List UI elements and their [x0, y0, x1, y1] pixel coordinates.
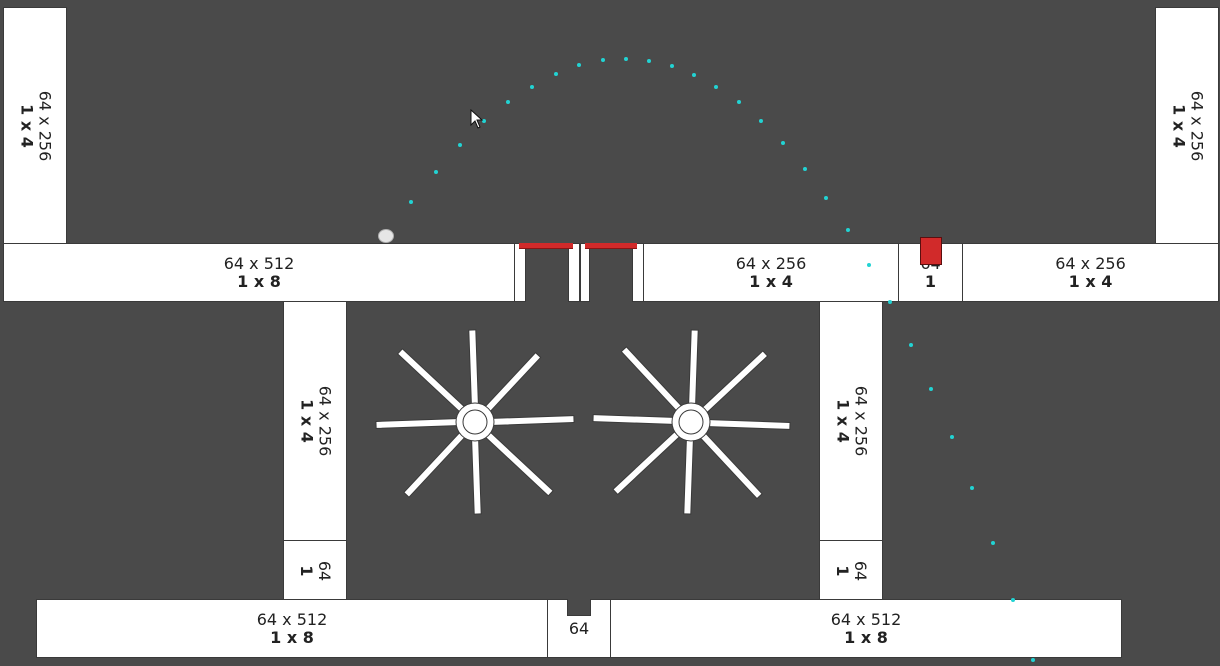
fan-icon[interactable]: [586, 325, 796, 520]
trajectory-dot: [781, 141, 785, 145]
trajectory-dot: [554, 72, 558, 76]
block-floor-left[interactable]: 64 x 512 1 x 8: [3, 243, 515, 302]
block-scale-text: 1 x 8: [270, 627, 314, 647]
block-floor-right[interactable]: 64 x 256 1 x 4: [962, 243, 1219, 302]
block-size-text: 64 x 512: [223, 253, 295, 273]
trajectory-dot: [577, 63, 581, 67]
block-bottom-left-label: 64 x 512 1 x 8: [256, 609, 328, 647]
block-size-text: 64 x 512: [830, 609, 902, 629]
block-left-top[interactable]: 64 x 256 1 x 4: [3, 7, 67, 244]
block-floor-mid-label: 64 x 256 1 x 4: [735, 253, 807, 291]
trajectory-dot: [929, 387, 933, 391]
block-size-text: 64 x 256: [1055, 253, 1126, 273]
player-block-icon[interactable]: [920, 237, 942, 265]
block-pillar-right[interactable]: 64 x 256 1 x 4: [819, 301, 883, 541]
block-size-text: 64 x 256: [735, 253, 807, 273]
block-right-top[interactable]: 64 x 256 1 x 4: [1155, 7, 1219, 244]
trajectory-dot: [506, 100, 510, 104]
trajectory-dot: [824, 196, 828, 200]
trajectory-dot: [601, 58, 605, 62]
trajectory-dot: [647, 59, 651, 63]
trajectory-dot: [482, 119, 486, 123]
trajectory-dot: [737, 100, 741, 104]
trajectory-dot: [950, 435, 954, 439]
block-bottom-left[interactable]: 64 x 512 1 x 8: [36, 599, 548, 658]
trajectory-dot: [970, 486, 974, 490]
block-bottom-mid-label: 64: [568, 618, 590, 638]
block-pillar-left[interactable]: 64 x 256 1 x 4: [283, 301, 347, 541]
block-scale-text: 1 x 8: [237, 271, 281, 291]
block-floor-right-label: 64 x 256 1 x 4: [1055, 253, 1126, 291]
trajectory-dot: [692, 73, 696, 77]
trajectory-dot: [846, 228, 850, 232]
block-size-text: 64: [568, 618, 590, 638]
block-cap-right[interactable]: 64 1: [819, 540, 883, 601]
trajectory-dot: [458, 143, 462, 147]
block-scale-text: 1 x 4: [749, 271, 793, 291]
red-door-left[interactable]: [519, 243, 573, 249]
block-bottom-right-label: 64 x 512 1 x 8: [830, 609, 902, 647]
ball-icon[interactable]: [378, 229, 394, 243]
trajectory-dot: [670, 64, 674, 68]
mouse-cursor-icon: [470, 109, 484, 129]
trajectory-dot: [714, 85, 718, 89]
block-floor-left-label: 64 x 512 1 x 8: [223, 253, 295, 291]
gate-post: [568, 243, 580, 302]
trajectory-dot: [888, 300, 892, 304]
red-door-right[interactable]: [585, 243, 637, 249]
trajectory-dot: [867, 263, 871, 267]
trajectory-dot: [803, 167, 807, 171]
block-floor-mid[interactable]: 64 x 256 1 x 4: [643, 243, 899, 302]
block-size-text: 64 x 512: [256, 609, 328, 629]
trajectory-dot: [759, 119, 763, 123]
block-scale-text: 1: [924, 271, 937, 291]
trajectory-dot: [1031, 658, 1035, 662]
trajectory-dot: [409, 200, 413, 204]
block-cap-left[interactable]: 64 1: [283, 540, 347, 601]
trajectory-dot: [624, 57, 628, 61]
bottom-notch: [567, 599, 591, 616]
trajectory-dot: [991, 541, 995, 545]
block-bottom-right[interactable]: 64 x 512 1 x 8: [610, 599, 1122, 658]
trajectory-dot: [530, 85, 534, 89]
trajectory-dot: [434, 170, 438, 174]
trajectory-dot: [909, 343, 913, 347]
trajectory-dot: [1011, 598, 1015, 602]
block-scale-text: 1 x 4: [1068, 271, 1113, 291]
block-scale-text: 1 x 8: [844, 627, 888, 647]
fan-icon[interactable]: [370, 325, 580, 520]
